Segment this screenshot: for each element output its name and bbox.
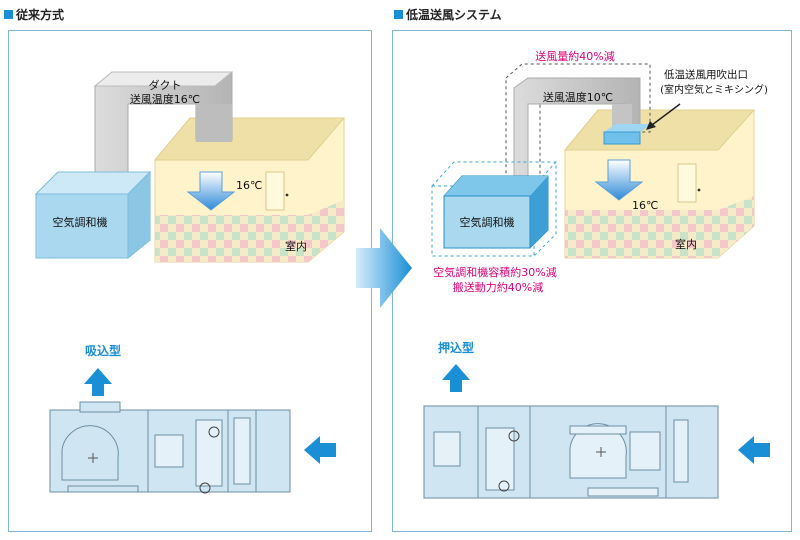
right-ahu-label: 空気調和機 xyxy=(460,215,515,229)
right-airflow-reduction: 送風量約40%減 xyxy=(535,49,614,63)
outlet-pointer xyxy=(647,103,681,129)
right-outlet-label-2: (室内空気とミキシング) xyxy=(660,83,768,96)
right-room xyxy=(563,109,756,259)
title-bullet-icon xyxy=(4,10,13,19)
right-air-down-arrow-icon xyxy=(594,159,644,201)
left-ahu-unit xyxy=(49,401,291,494)
left-room-label: 室内 xyxy=(285,239,307,253)
right-exhaust-up-arrow-icon xyxy=(442,364,470,392)
right-room-label: 室内 xyxy=(675,237,697,251)
right-ahu xyxy=(443,175,549,249)
left-air-down-arrow-icon xyxy=(186,171,236,211)
left-inlet-arrow-icon xyxy=(304,436,336,464)
right-room-temp: 16℃ xyxy=(632,199,658,212)
right-title-text: 低温送風システム xyxy=(406,8,502,22)
right-title: 低温送風システム xyxy=(394,6,502,23)
left-title-text: 従来方式 xyxy=(16,8,65,22)
outlet-pointer-head-icon xyxy=(646,121,656,130)
left-duct-label: ダクト xyxy=(149,78,182,92)
right-volume-reduction: 空気調和機容積約30%減 xyxy=(433,265,556,279)
right-air-temp: 送風温度10℃ xyxy=(543,90,613,104)
right-outlet xyxy=(603,124,652,145)
left-ahu-label: 空気調和機 xyxy=(53,215,108,229)
left-type-label: 吸込型 xyxy=(85,343,121,358)
right-power-reduction: 搬送動力約40%減 xyxy=(453,280,543,294)
left-exhaust-up-arrow-icon xyxy=(84,368,112,396)
right-inlet-arrow-icon xyxy=(738,436,770,464)
right-old-duct-outline xyxy=(505,63,651,177)
right-type-label: 押込型 xyxy=(438,340,474,355)
transition-arrow-icon xyxy=(356,228,412,308)
title-bullet-icon xyxy=(394,10,403,19)
left-title: 従来方式 xyxy=(4,6,64,23)
left-air-temp: 送風温度16℃ xyxy=(130,92,200,106)
left-room-temp: 16℃ xyxy=(236,179,262,192)
left-ahu xyxy=(34,170,152,260)
left-room xyxy=(153,117,346,263)
right-ahu-unit xyxy=(423,405,719,499)
right-outlet-label-1: 低温送風用吹出口 xyxy=(664,68,748,81)
left-duct xyxy=(93,71,234,187)
